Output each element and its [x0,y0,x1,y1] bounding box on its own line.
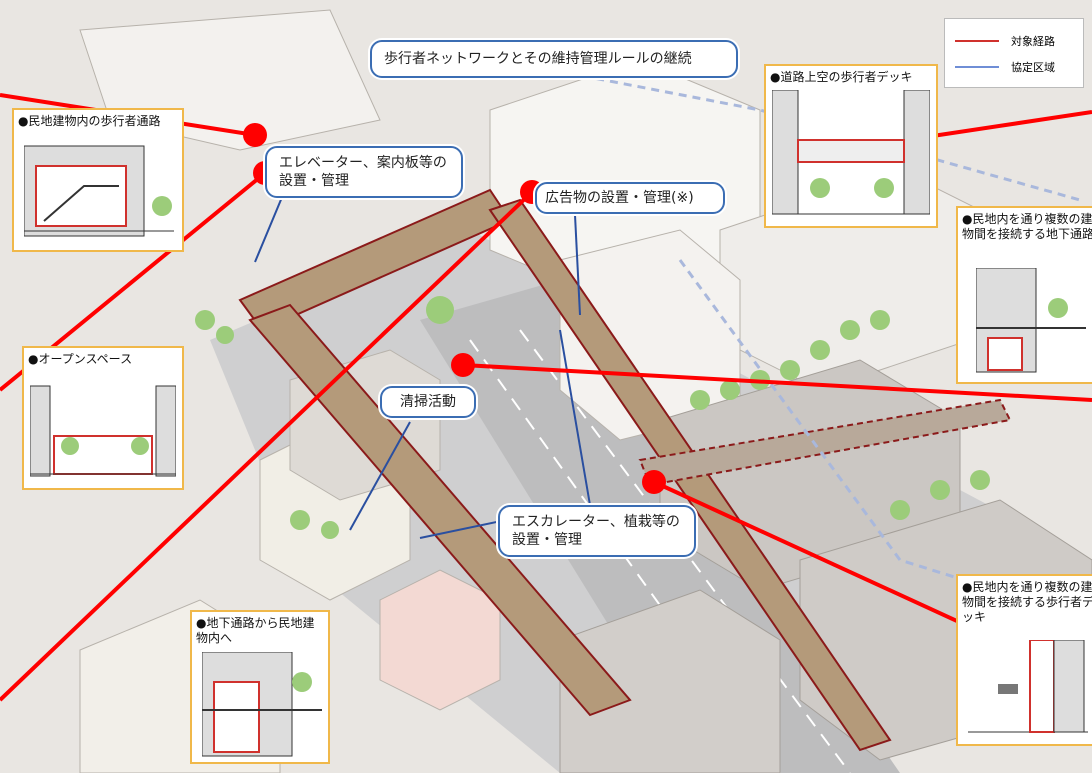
inset-road-deck: ●道路上空の歩行者デッキ [764,64,938,228]
legend-label-zone: 協定区域 [1011,61,1055,74]
title-text: 歩行者ネットワークとその維持管理ルールの継続 [384,51,692,67]
callout-cleaning: 清掃活動 [380,386,476,418]
marker-dot [642,470,666,494]
section-diagram [772,90,930,215]
inset-private-building-passage: ●民地建物内の歩行者通路 [12,108,184,252]
inset-title: ●道路上空の歩行者デッキ [770,70,913,84]
legend-label-route: 対象経路 [1011,35,1055,48]
inset-underground-to-building: ●地下通路から民地建物内へ [190,610,330,764]
legend-swatch-zone [955,66,999,68]
inset-title: ●民地内を通り複数の建物間を接続する歩行者デッキ [962,580,1092,624]
inset-title: ●地下通路から民地建物内へ [196,616,315,645]
callout-elevator: エレベーター、案内板等の設置・管理 [265,146,463,198]
section-diagram [24,145,174,237]
callout-escalator-text: エスカレーター、植栽等の設置・管理 [512,514,680,548]
section-diagram [202,652,322,757]
legend-item-route: 対象経路 [955,33,1055,49]
callout-advertising: 広告物の設置・管理(※) [535,182,725,214]
callout-escalator: エスカレーター、植栽等の設置・管理 [498,505,696,557]
marker-dot [451,353,475,377]
section-diagram [30,385,176,477]
marker-dot [243,123,267,147]
legend: 対象経路 協定区域 [944,18,1084,88]
inset-open-space: ●オープンスペース [22,346,184,490]
section-diagram [976,268,1086,373]
inset-title: ●民地建物内の歩行者通路 [18,114,161,128]
callout-cleaning-text: 清掃活動 [400,394,456,410]
inset-deck-link: ●民地内を通り複数の建物間を接続する歩行者デッキ [956,574,1092,746]
section-diagram [968,640,1088,733]
callout-elevator-text: エレベーター、案内板等の設置・管理 [279,155,447,189]
inset-title: ●民地内を通り複数の建物間を接続する地下通路 [962,212,1092,241]
title-callout: 歩行者ネットワークとその維持管理ルールの継続 [370,40,738,78]
legend-item-zone: 協定区域 [955,59,1055,75]
legend-swatch-route [955,40,999,42]
inset-title: ●オープンスペース [28,352,133,366]
inset-underground-link: ●民地内を通り複数の建物間を接続する地下通路 [956,206,1092,384]
callout-advertising-text: 広告物の設置・管理(※) [545,190,694,206]
